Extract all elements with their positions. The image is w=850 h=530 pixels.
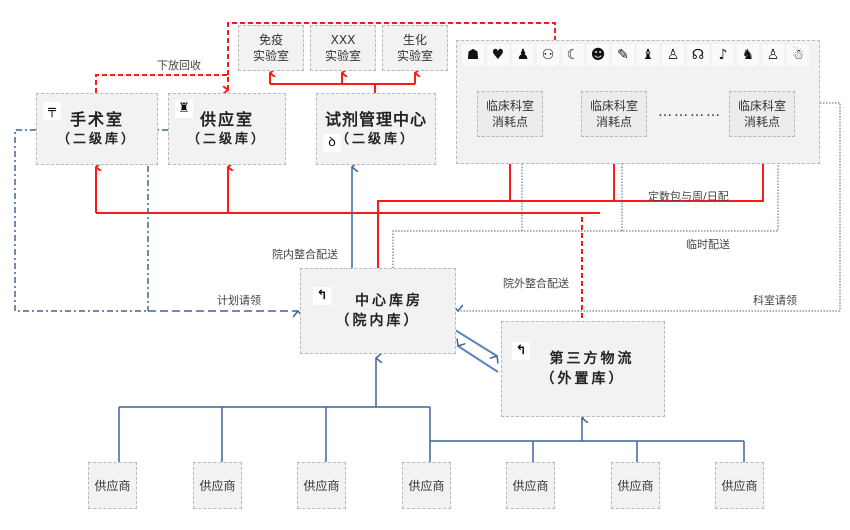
- point-type: 消耗点: [491, 115, 528, 129]
- recall-down-line: [95, 74, 229, 93]
- point-name: 临床科室: [589, 99, 638, 113]
- supplier-box: 供应商: [506, 462, 555, 509]
- supplier-box: 供应商: [715, 462, 764, 509]
- surgery-lamp-icon: ╤: [43, 102, 61, 120]
- supplier-box: 供应商: [193, 462, 242, 509]
- lab-name: 免疫: [258, 33, 283, 47]
- store-name: 供应室: [199, 110, 254, 129]
- lab-box: XXX 实验室: [310, 25, 376, 71]
- lab-type: 实验室: [324, 49, 361, 63]
- third-party-logistics-box: ↰ 第三方物流 （外置库）: [501, 321, 665, 417]
- department-icon: ☊: [687, 44, 709, 66]
- supplier-label: 供应商: [199, 478, 236, 493]
- lab-box: 生化 实验室: [382, 25, 448, 71]
- microscope-icon: ꝺ: [323, 134, 341, 152]
- plan-request-label: 计划请领: [217, 294, 261, 307]
- department-icon: ♟: [512, 44, 534, 66]
- supplier-label: 供应商: [512, 478, 549, 493]
- recall-dashed-line: [227, 22, 556, 75]
- surgery-store-box: ╤ 手术室 （二级库）: [36, 93, 158, 165]
- lab-box: 免疫 实验室: [238, 25, 304, 71]
- consumption-point-box: 临床科室 消耗点: [581, 91, 647, 137]
- supplier-label: 供应商: [617, 478, 654, 493]
- store-name: 试剂管理中心: [324, 110, 427, 129]
- supplier-label: 供应商: [303, 478, 340, 493]
- department-icon: ♥: [487, 44, 509, 66]
- department-icon: ⚇: [537, 44, 559, 66]
- store-level: （二级库）: [186, 132, 267, 147]
- supplier-label: 供应商: [721, 478, 758, 493]
- department-icon: ☻: [587, 44, 609, 66]
- store-level: （二级库）: [335, 132, 416, 147]
- lab-type: 实验室: [396, 49, 433, 63]
- department-icon: ☃: [787, 44, 809, 66]
- store-name: 中心库房: [355, 293, 423, 309]
- warehouse-icon: ↰: [313, 287, 331, 305]
- reagent-center-box: ꝺ 试剂管理中心 （二级库）: [316, 93, 436, 165]
- department-icons: ☗ ♥ ♟ ⚇ ☾ ☻ ✎ ♝ ♙ ☊ ♪ ♞ ♙ ☃: [462, 44, 809, 66]
- consumption-point-box: 临床科室 消耗点: [477, 91, 543, 137]
- department-icon: ♙: [662, 44, 684, 66]
- supplier-box: 供应商: [611, 462, 660, 509]
- dept-request-label: 科室请领: [753, 294, 797, 307]
- point-name: 临床科室: [737, 99, 786, 113]
- supplier-box: 供应商: [297, 462, 346, 509]
- inner-delivery-label: 院内整合配送: [272, 248, 338, 261]
- store-name: 手术室: [69, 110, 124, 129]
- fixed-package-label: 定数包与周/日配: [648, 190, 729, 203]
- lab-name: 生化: [402, 33, 427, 47]
- supplier-label: 供应商: [94, 478, 131, 493]
- store-level: （院内库）: [335, 313, 421, 329]
- store-level: （外置库）: [540, 371, 626, 387]
- department-icon: ☾: [562, 44, 584, 66]
- supplier-label: 供应商: [408, 478, 445, 493]
- department-icon: ♙: [762, 44, 784, 66]
- sterilizer-icon: ♜: [175, 100, 193, 118]
- recall-label: 下放回收: [157, 59, 201, 72]
- point-type: 消耗点: [595, 115, 632, 129]
- supplier-box: 供应商: [402, 462, 451, 509]
- lab-type: 实验室: [252, 49, 289, 63]
- supplier-box: 供应商: [88, 462, 137, 509]
- department-icon: ♞: [737, 44, 759, 66]
- department-icon: ♝: [637, 44, 659, 66]
- outer-delivery-label: 院外整合配送: [503, 277, 569, 290]
- department-icon: ♪: [712, 44, 734, 66]
- ellipsis: …………: [658, 104, 722, 120]
- lab-name: XXX: [330, 33, 356, 47]
- point-name: 临床科室: [485, 99, 534, 113]
- store-name: 第三方物流: [549, 351, 635, 367]
- point-type: 消耗点: [743, 115, 780, 129]
- store-level: （二级库）: [56, 132, 137, 147]
- supply-room-box: ♜ 供应室 （二级库）: [168, 93, 286, 165]
- department-icon: ☗: [462, 44, 484, 66]
- temp-delivery-label: 临时配送: [686, 238, 730, 251]
- central-store-box: ↰ 中心库房 （院内库）: [300, 268, 456, 354]
- department-icon: ✎: [612, 44, 634, 66]
- warehouse-icon: ↰: [512, 342, 530, 360]
- consumption-point-box: 临床科室 消耗点: [729, 91, 795, 137]
